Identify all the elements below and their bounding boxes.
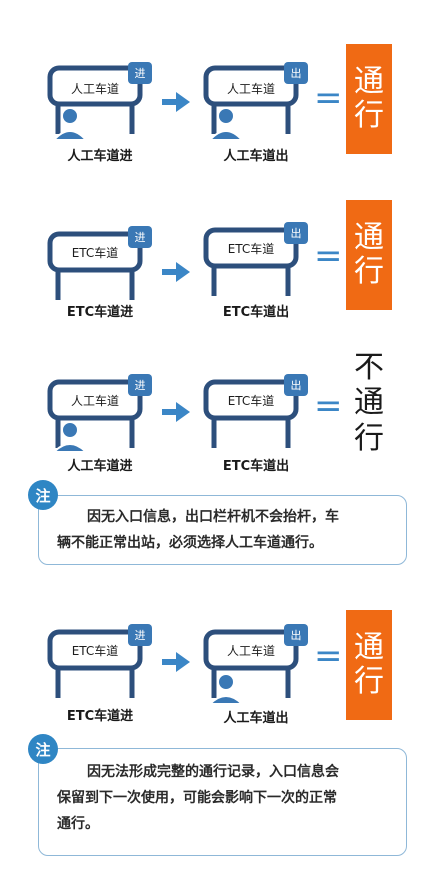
arrow-icon (162, 92, 190, 112)
entry-caption: ETC车道进 (66, 305, 134, 320)
result-pass: 通 行 (346, 610, 392, 720)
entry-gantry-manual: 人工车道 进 (47, 374, 152, 452)
note-line: 通行。 (57, 816, 99, 832)
result-char: 通 (354, 629, 384, 665)
result-char: 通 (354, 385, 384, 421)
exit-caption: 人工车道出 (223, 711, 289, 726)
entry-caption: 人工车道进 (67, 459, 133, 474)
note-badge-1: 注 (28, 480, 58, 510)
sign-label: ETC车道 (72, 245, 119, 260)
entry-tag-label: 进 (135, 67, 146, 80)
result-char: 行 (354, 664, 384, 699)
note-box-2: 因无法形成完整的通行记录，入口信息会 保留到下一次使用，可能会影响下一次的正常 … (38, 748, 407, 856)
entry-tag (128, 62, 152, 84)
entry-caption: ETC车道进 (66, 709, 134, 724)
entry-gantry-etc: ETC车道 进 (47, 226, 152, 300)
exit-gantry-manual: 人工车道 出 (203, 624, 308, 705)
note-line: 辆不能正常出站，必须选择人工车道通行。 (57, 535, 323, 551)
result-char: 行 (354, 98, 384, 133)
entry-tag (128, 624, 152, 646)
arrow-icon (162, 402, 190, 422)
person-icon (61, 421, 79, 439)
exit-tag (284, 374, 308, 396)
result-pass: 通 行 (346, 44, 392, 154)
exit-gantry-manual: 人工车道 出 (203, 62, 308, 141)
exit-caption: ETC车道出 (222, 459, 290, 474)
entry-tag (128, 226, 152, 248)
equals-sign: = (314, 78, 343, 118)
person-icon (217, 107, 235, 125)
note-line: 保留到下一次使用，可能会影响下一次的正常 (57, 790, 337, 806)
entry-gantry-etc: ETC车道 进 (47, 624, 152, 698)
arrow-icon (162, 652, 190, 672)
sign-label: 人工车道 (71, 81, 119, 96)
person-icon (61, 107, 79, 125)
sign-label: ETC车道 (228, 241, 275, 256)
sign-label: ETC车道 (228, 393, 275, 408)
exit-tag (284, 624, 308, 646)
person-icon (217, 673, 235, 691)
sign-label: 人工车道 (71, 393, 119, 408)
exit-tag-label: 出 (291, 226, 302, 240)
result-no-pass: 不 通 行 (346, 350, 392, 456)
note-box-1: 因无入口信息，出口栏杆机不会抬杆，车 辆不能正常出站，必须选择人工车道通行。 (38, 495, 407, 565)
entry-tag (128, 374, 152, 396)
exit-gantry-etc: ETC车道 出 (203, 374, 308, 448)
equals-sign: = (314, 236, 343, 276)
result-pass: 通 行 (346, 200, 392, 310)
exit-caption: ETC车道出 (222, 305, 290, 320)
note-line: 因无入口信息，出口栏杆机不会抬杆，车 (87, 509, 339, 525)
sign-label: 人工车道 (227, 643, 275, 658)
result-char: 行 (354, 420, 384, 456)
equals-sign: = (314, 636, 343, 676)
entry-tag-label: 进 (135, 379, 146, 392)
result-char: 通 (354, 63, 384, 99)
note-line: 因无法形成完整的通行记录，入口信息会 (87, 764, 339, 780)
sign-label: ETC车道 (72, 643, 119, 658)
entry-gantry-manual: 人工车道 进 (47, 62, 152, 141)
result-char: 行 (354, 254, 384, 289)
exit-tag-label: 出 (291, 628, 302, 642)
exit-tag-label: 出 (291, 66, 302, 80)
note-badge-2: 注 (28, 734, 58, 764)
exit-tag (284, 222, 308, 244)
result-char: 不 (354, 350, 384, 385)
arrow-icon (162, 262, 190, 282)
sign-label: 人工车道 (227, 81, 275, 96)
exit-tag-label: 出 (291, 378, 302, 392)
exit-gantry-etc: ETC车道 出 (203, 222, 308, 296)
exit-caption: 人工车道出 (223, 149, 289, 164)
result-char: 通 (354, 219, 384, 255)
exit-tag (284, 62, 308, 84)
entry-tag-label: 进 (135, 629, 146, 642)
entry-tag-label: 进 (135, 231, 146, 244)
entry-caption: 人工车道进 (67, 149, 133, 164)
equals-sign: = (314, 386, 343, 426)
